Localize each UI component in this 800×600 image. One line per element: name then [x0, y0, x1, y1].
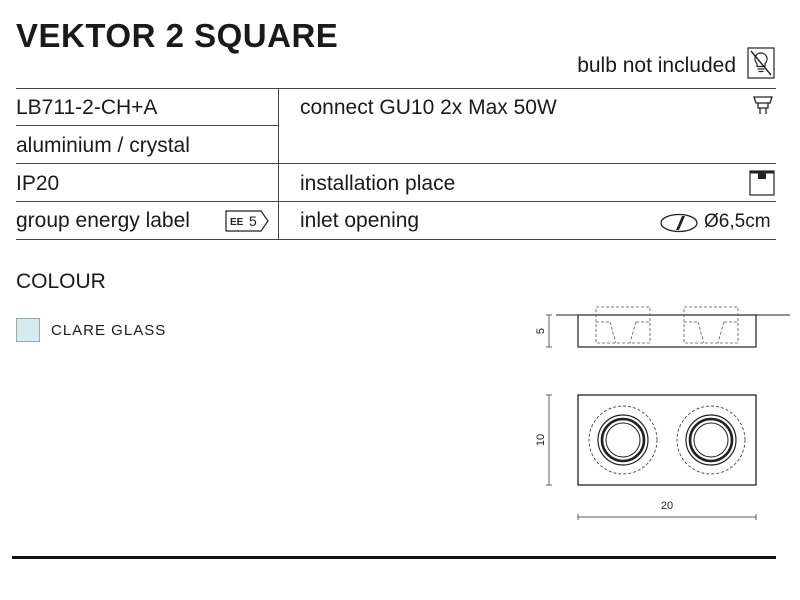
product-title: VEKTOR 2 SQUARE	[16, 17, 339, 54]
technical-drawing: 5 10 20	[535, 306, 790, 520]
table-rule-bottom	[16, 239, 776, 240]
table-rule-1	[16, 125, 278, 126]
table-rule-2	[16, 163, 776, 164]
lamp-recess-left	[588, 405, 658, 475]
top-view: 10 20	[535, 394, 757, 520]
depth-dimension: 10	[535, 434, 547, 446]
inlet-opening-label: inlet opening	[300, 209, 420, 232]
connect-spec: connect GU10 2x Max 50W	[300, 96, 557, 119]
lamp-recess-right	[676, 405, 746, 475]
inlet-opening-value: Ø6,5cm	[704, 211, 771, 232]
table-divider	[278, 88, 279, 239]
inlet-opening-icon	[660, 213, 698, 233]
energy-label-text: group energy label	[16, 209, 190, 232]
side-view: 5	[535, 306, 790, 348]
product-code: LB711-2-CH+A	[16, 96, 158, 119]
ip-rating: IP20	[16, 172, 60, 195]
colour-swatch-clare-glass	[16, 318, 40, 342]
colour-label: CLARE GLASS	[51, 322, 167, 339]
bulb-crossed-icon	[747, 47, 775, 79]
table-rule-3	[16, 201, 776, 202]
installation-place: installation place	[300, 172, 456, 195]
width-dimension: 20	[661, 500, 673, 512]
ceiling-mount-icon	[749, 170, 775, 196]
energy-label-icon: EE 5	[225, 210, 269, 232]
gu10-bulb-icon	[753, 96, 773, 114]
energy-badge-prefix: EE	[230, 217, 244, 228]
energy-badge-value: 5	[249, 213, 257, 229]
bottom-rule	[12, 556, 776, 559]
bulb-note: bulb not included	[577, 54, 736, 77]
height-dimension: 5	[535, 328, 547, 334]
material: aluminium / crystal	[16, 134, 190, 157]
colour-heading: COLOUR	[16, 270, 106, 293]
table-rule-top	[16, 88, 776, 89]
